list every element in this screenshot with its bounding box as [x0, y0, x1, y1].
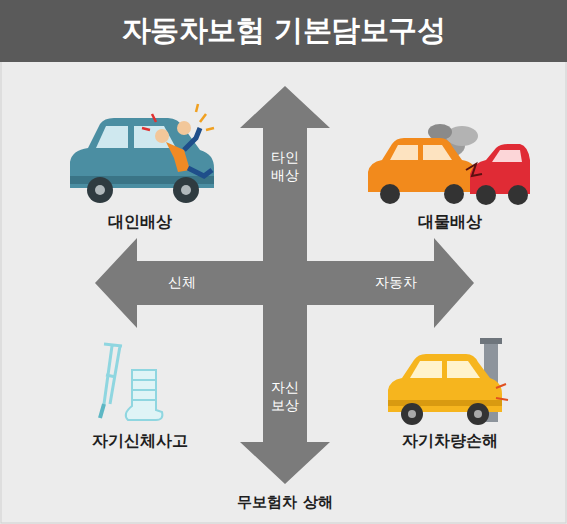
- arrow-label: 자신 보상: [268, 379, 302, 414]
- cross-arrows: [95, 86, 474, 484]
- quadrant-label: 대물배상: [418, 212, 482, 232]
- crutch-cast-illustration: [100, 344, 162, 420]
- title-bar: [0, 0, 567, 62]
- crash-illustration: [368, 124, 530, 205]
- quadrant-label: 자기신체사고: [92, 431, 188, 451]
- arrow-label: 자동차: [375, 274, 417, 292]
- car-person-illustration: [70, 104, 214, 203]
- car-pole-illustration: [388, 338, 508, 425]
- quadrant-label: 대인배상: [108, 212, 172, 232]
- quadrant-label: 자기차량손해: [402, 431, 498, 451]
- arrow-label: 신체: [168, 274, 196, 292]
- title: 자동차보험 기본담보구성: [0, 0, 567, 62]
- arrow-label: 타인 배상: [268, 149, 302, 184]
- bottom-label: 무보험차 상해: [237, 493, 332, 512]
